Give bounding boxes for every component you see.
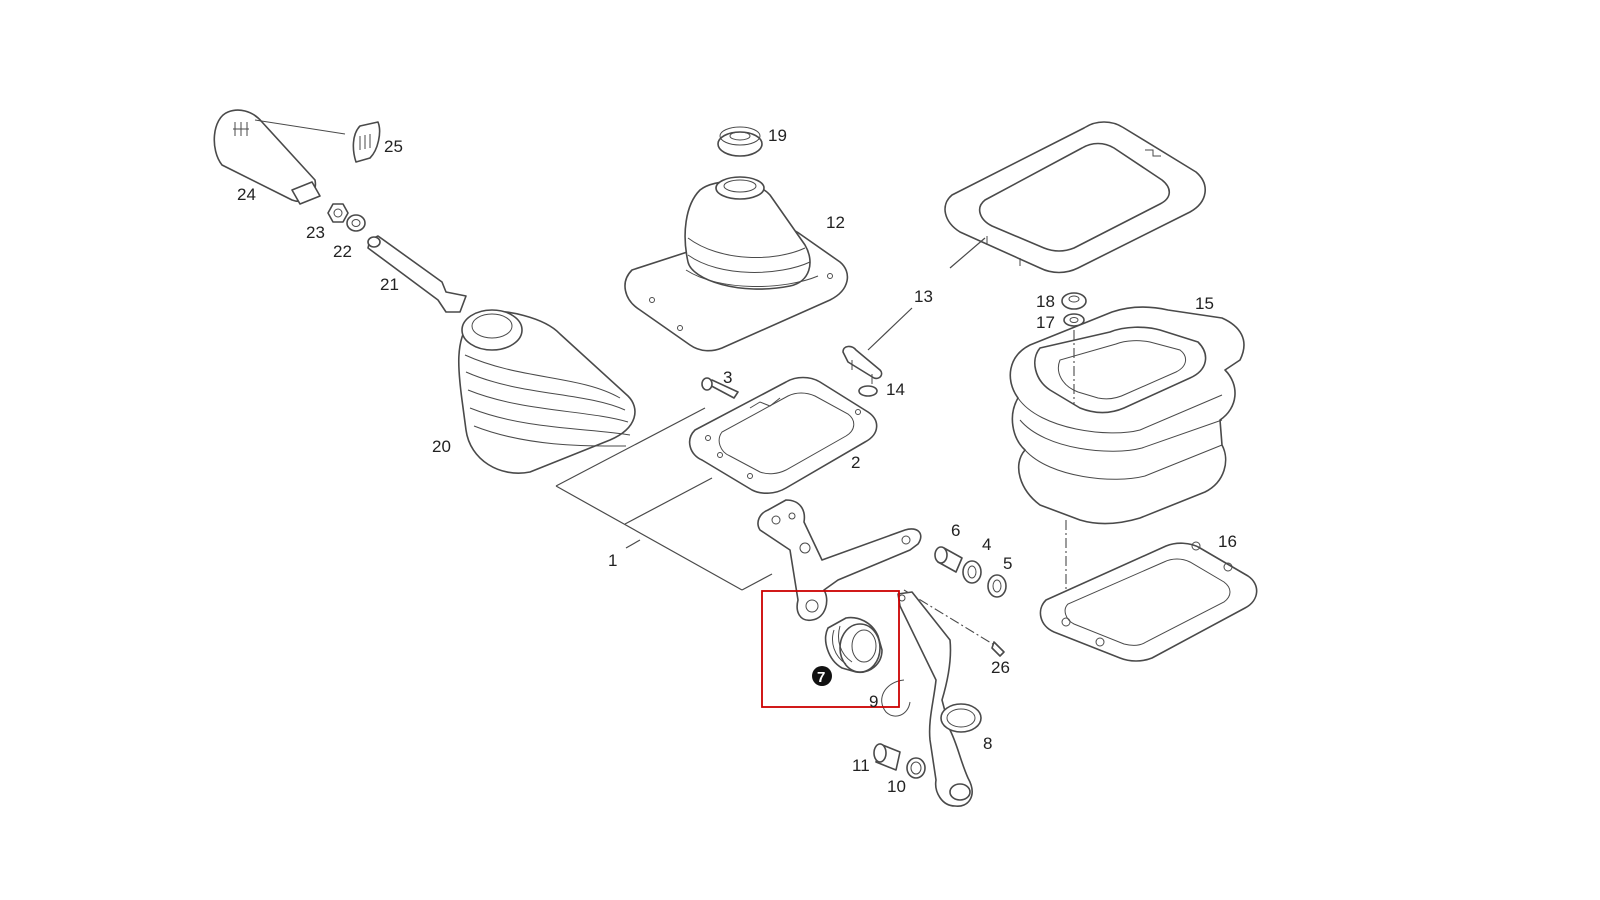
- label-8: 8: [983, 734, 992, 753]
- label-26: 26: [991, 658, 1010, 677]
- label-2: 2: [851, 453, 860, 472]
- label-10: 10: [887, 777, 906, 796]
- lower-frame-part[interactable]: [1039, 541, 1258, 662]
- lever-rod-part[interactable]: [367, 235, 467, 313]
- label-5: 5: [1003, 554, 1012, 573]
- o-ring-part[interactable]: [881, 679, 911, 717]
- grommet-part[interactable]: [717, 126, 763, 157]
- label-19: 19: [768, 126, 787, 145]
- label-12: 12: [826, 213, 845, 232]
- label-6: 6: [951, 521, 960, 540]
- label-20: 20: [432, 437, 451, 456]
- clip-washer-part[interactable]: [1063, 313, 1085, 327]
- shift-bracket-part[interactable]: [757, 499, 922, 622]
- highlight-box: [761, 590, 900, 708]
- lever-arm-part[interactable]: [897, 591, 982, 807]
- label-4: 4: [982, 535, 991, 554]
- bushing-part[interactable]: [934, 546, 963, 573]
- label-1: 1: [608, 551, 617, 570]
- lever-boot-part[interactable]: [457, 309, 636, 474]
- screw-part[interactable]: [701, 377, 739, 399]
- ring-part[interactable]: [906, 757, 926, 779]
- label-9: 9: [869, 692, 878, 711]
- label-7: 7: [817, 669, 825, 686]
- label-16: 16: [1218, 532, 1237, 551]
- label-21: 21: [380, 275, 399, 294]
- gear-knob-part[interactable]: [213, 109, 346, 205]
- washer-small-part[interactable]: [987, 574, 1007, 598]
- rod-part[interactable]: [991, 641, 1005, 657]
- label-17: 17: [1036, 313, 1055, 332]
- label-3: 3: [723, 368, 732, 387]
- label-23: 23: [306, 223, 325, 242]
- upper-frame-part[interactable]: [944, 121, 1206, 274]
- mounting-plate-part[interactable]: [688, 376, 878, 494]
- label-13: 13: [914, 287, 933, 306]
- sleeve-part[interactable]: [873, 743, 901, 771]
- upper-boot-part[interactable]: [624, 176, 849, 352]
- label-18: 18: [1036, 292, 1055, 311]
- spacer-part[interactable]: [962, 560, 982, 584]
- washer-part[interactable]: [346, 214, 366, 232]
- label-11: 11: [852, 756, 870, 775]
- shift-pattern-badge-part[interactable]: [352, 121, 381, 163]
- pin-part[interactable]: [842, 345, 883, 397]
- label-22: 22: [333, 242, 352, 261]
- nut-part[interactable]: [327, 203, 349, 223]
- seal-part[interactable]: [824, 616, 883, 674]
- label-24: 24: [237, 185, 256, 204]
- label-25: 25: [384, 137, 403, 156]
- bellows-part[interactable]: [1009, 306, 1245, 525]
- fastener-part[interactable]: [1061, 292, 1087, 310]
- label-14: 14: [886, 380, 905, 399]
- highlight-badge[interactable]: [812, 666, 832, 686]
- bracket-leader-lines: [555, 407, 773, 591]
- label-15: 15: [1195, 294, 1214, 313]
